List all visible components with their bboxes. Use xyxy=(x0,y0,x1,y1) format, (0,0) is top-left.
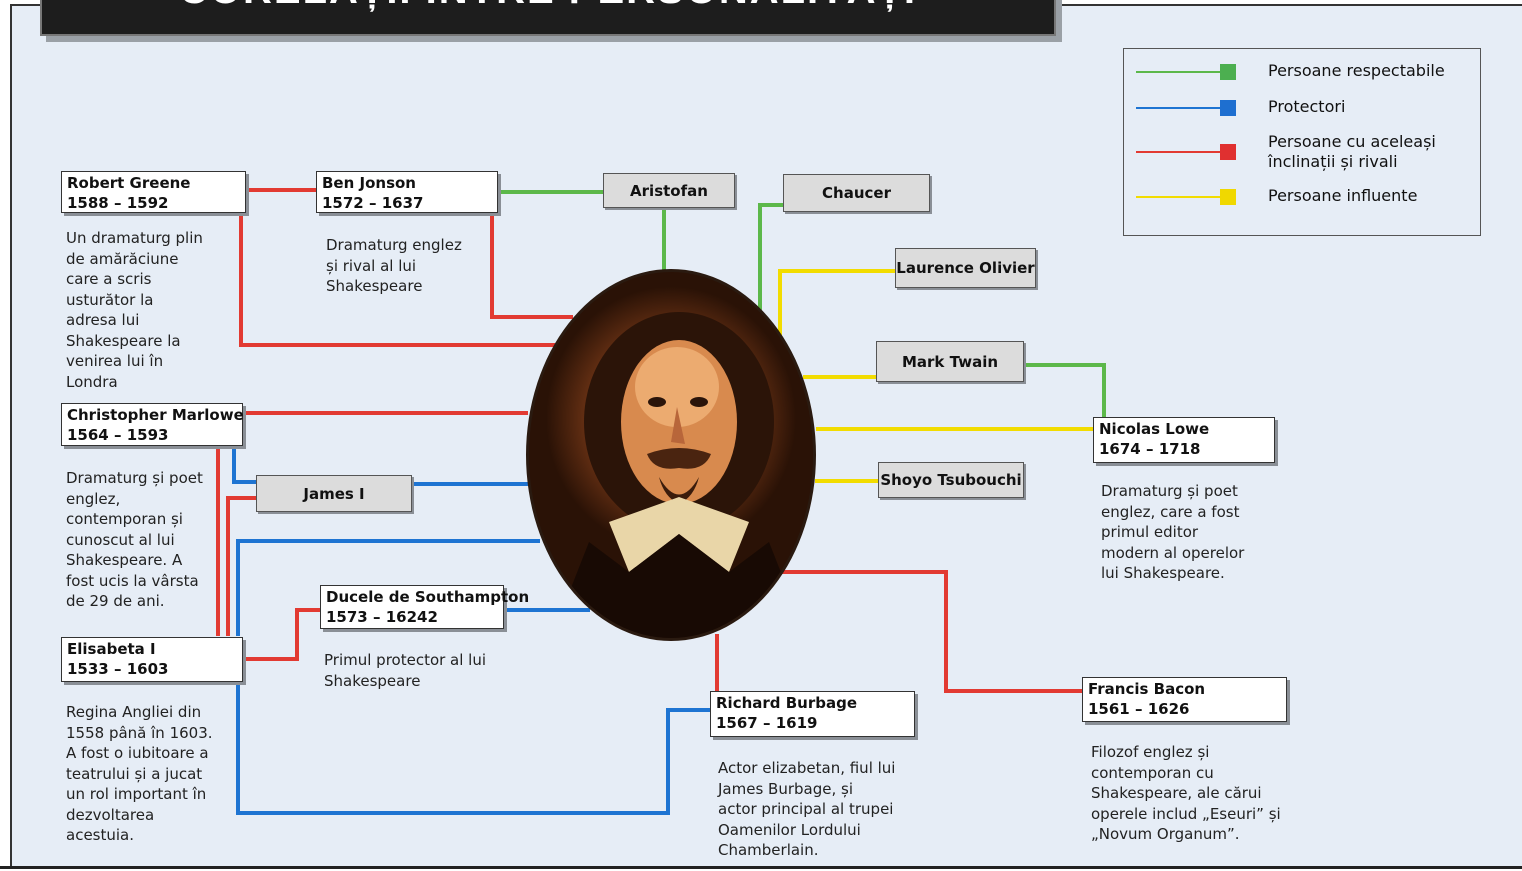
connector-marlowe-james xyxy=(232,447,256,484)
legend-label: Persoane respectabile xyxy=(1268,61,1445,80)
connector-ben-portrait xyxy=(490,213,573,319)
connector-olivier-portrait xyxy=(778,269,895,336)
connector-greene-portrait xyxy=(239,212,555,347)
legend-swatch-blue xyxy=(1220,100,1236,116)
legend-line-red xyxy=(1136,151,1220,153)
person-box-laurence-olivier: Laurence Olivier xyxy=(895,248,1036,288)
legend-line-green xyxy=(1136,71,1220,73)
legend-swatch-yellow xyxy=(1220,189,1236,205)
portrait-painting-icon xyxy=(551,312,807,638)
legend-swatch-red xyxy=(1220,144,1236,160)
legend-item-rivali: Persoane cu aceleași înclinații și rival… xyxy=(1136,132,1476,174)
legend-swatch-green xyxy=(1220,64,1236,80)
person-dates: 1674 – 1718 xyxy=(1099,440,1201,458)
person-box-robert-greene: Robert Greene 1588 – 1592 xyxy=(61,171,246,213)
person-description-christopher-marlowe: Dramaturg și poet englez, contemporan și… xyxy=(66,469,203,610)
legend-item-respectabile: Persoane respectabile xyxy=(1136,61,1476,83)
person-dates: 1567 – 1619 xyxy=(716,714,818,732)
person-name: Ben Jonson xyxy=(322,174,416,192)
legend-label: Persoane influente xyxy=(1268,186,1418,205)
person-name: Christopher Marlowe xyxy=(67,406,244,424)
legend-line-blue xyxy=(1136,107,1220,109)
person-box-christopher-marlowe: Christopher Marlowe 1564 – 1593 xyxy=(61,403,244,446)
connector-elisabeta-portrait xyxy=(236,539,540,636)
person-dates: 1588 – 1592 xyxy=(67,194,169,212)
person-dates: 1573 – 16242 xyxy=(326,608,438,626)
person-box-francis-bacon: Francis Bacon 1561 – 1626 xyxy=(1082,677,1287,722)
person-box-southampton: Ducele de Southampton 1573 – 16242 xyxy=(320,585,530,629)
person-box-aristofan: Aristofan xyxy=(603,173,735,208)
person-name: Elisabeta I xyxy=(67,640,156,658)
person-name: Nicolas Lowe xyxy=(1099,420,1210,438)
person-description-ben-jonson: Dramaturg englez și rival al lui Shakesp… xyxy=(326,236,462,295)
person-box-mark-twain: Mark Twain xyxy=(876,341,1024,382)
person-dates: 1561 – 1626 xyxy=(1088,700,1190,718)
person-name: Robert Greene xyxy=(67,174,191,192)
legend-label: Protectori xyxy=(1268,97,1346,116)
person-description-robert-greene: Un dramaturg plin de amărăciune care a s… xyxy=(66,229,203,391)
shakespeare-portrait xyxy=(526,269,816,641)
legend-item-influente: Persoane influente xyxy=(1136,186,1476,208)
person-dates: 1572 – 1637 xyxy=(322,194,424,212)
connector-twain-lowe xyxy=(1024,363,1106,418)
person-description-richard-burbage: Actor elizabetan, fiul lui James Burbage… xyxy=(718,759,896,859)
person-name: Francis Bacon xyxy=(1088,680,1206,698)
person-box-shoyo-tsubouchi: Shoyo Tsubouchi xyxy=(878,462,1024,498)
person-name: Ducele de Southampton xyxy=(326,588,530,606)
person-description-nicolas-lowe: Dramaturg și poet englez, care a fost pr… xyxy=(1101,482,1245,582)
connector-elisabeta-burbage xyxy=(236,682,710,815)
person-description-southampton: Primul protector al lui Shakespeare xyxy=(324,651,487,690)
title-banner: CORELAȚII ÎNTRE PERSONALITĂȚI xyxy=(40,0,1056,36)
person-description-francis-bacon: Filozof englez și contemporan cu Shakesp… xyxy=(1091,743,1281,843)
bottom-rule xyxy=(0,866,1522,869)
person-box-james-i: James I xyxy=(256,475,412,512)
connector-chaucer-portrait xyxy=(758,203,783,312)
connector-elisabeta-james xyxy=(226,496,256,636)
person-box-chaucer: Chaucer xyxy=(783,174,930,212)
page-title: CORELAȚII ÎNTRE PERSONALITĂȚI xyxy=(42,0,1054,13)
person-box-ben-jonson: Ben Jonson 1572 – 1637 xyxy=(316,171,498,213)
person-name: Richard Burbage xyxy=(716,694,858,712)
legend-line-yellow xyxy=(1136,196,1220,198)
person-box-nicolas-lowe: Nicolas Lowe 1674 – 1718 xyxy=(1093,417,1275,463)
person-dates: 1533 – 1603 xyxy=(67,660,169,678)
person-description-elisabeta: Regina Angliei din 1558 până în 1603. A … xyxy=(66,703,213,844)
person-box-richard-burbage: Richard Burbage 1567 – 1619 xyxy=(710,691,915,737)
person-box-elisabeta: Elisabeta I 1533 – 1603 xyxy=(61,637,243,682)
person-dates: 1564 – 1593 xyxy=(67,426,169,444)
legend: Persoane respectabile Protectori Persoan… xyxy=(1123,48,1481,236)
connector-portrait-bacon xyxy=(780,570,1082,693)
legend-label: Persoane cu aceleași înclinații și rival… xyxy=(1268,132,1436,171)
connector-elisabeta-southampton xyxy=(243,608,322,661)
legend-item-protectori: Protectori xyxy=(1136,97,1476,119)
